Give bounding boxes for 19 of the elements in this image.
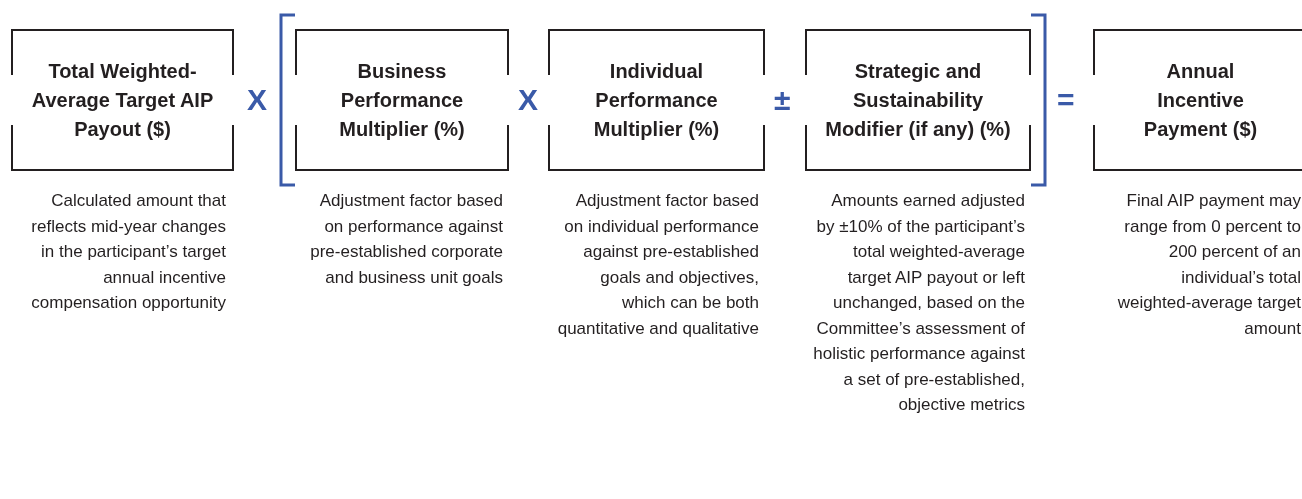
box-title: Strategic and Sustainability Modifier (if any) (%) [824,58,1012,142]
operator-symbol: ± [774,82,791,118]
formula-box [548,29,765,171]
formula-box [295,29,509,171]
box-title: Individual Performance Multiplier (%) [592,58,721,142]
formula-box [1093,29,1302,171]
formula-box [805,29,1031,171]
formula-box [11,29,234,171]
operator-symbol: = [1057,82,1075,118]
operator-symbol: X [518,82,538,118]
operator-symbol: X [247,82,267,118]
description-text: Adjustment factor based on performance against pre-established corporate and business unit goals [309,190,503,289]
description-text: Adjustment factor based on individual performance against pre-established goals and objectives, which can be both quantitative and qualitative [556,190,759,340]
description-text: Amounts earned adjusted by ±10% of the participant’s total weighted-average target AIP payout or left unchanged, based on the Committee’s assessment of holistic performance against a set of pre-established, objective metrics [812,190,1025,416]
description-text: Calculated amount that reflects mid-year changes in the participant’s target annual incentive compensation opportunity [30,190,226,314]
box-title: Total Weighted-Average Target AIP Payout ($) [30,58,215,142]
box-title: Business Performance Multiplier (%) [338,58,466,142]
box-title: Annual Incentive Payment ($) [1142,58,1259,142]
description-text: Final AIP payment may range from 0 percent to 200 percent of an individual’s total weighted-average target amount [1116,190,1301,340]
